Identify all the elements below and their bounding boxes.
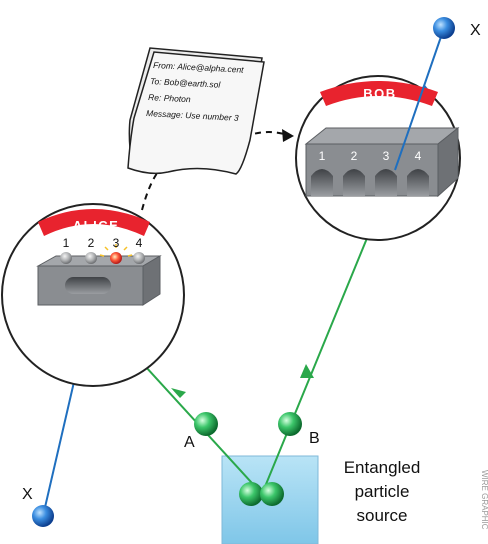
message-to: To: Bob@earth.sol	[150, 76, 222, 90]
message-body: Message: Use number 3	[146, 108, 239, 123]
source-label-line1: Entangled	[344, 458, 421, 477]
bob-detector-1	[311, 169, 333, 196]
alice-slot-4: 4	[136, 236, 143, 250]
label-x-right: X	[470, 22, 481, 39]
source-label-line3: source	[356, 506, 407, 525]
bob-slot-2: 2	[351, 149, 358, 163]
photon-x-left	[32, 505, 54, 527]
message-arrow-icon	[282, 129, 294, 142]
message-from: From: Alice@alpha.cent	[153, 60, 245, 75]
arrow-b-icon	[300, 364, 314, 378]
bob-detector-2	[343, 169, 365, 196]
alice-bulb-4	[133, 252, 145, 264]
message-paper	[127, 47, 265, 175]
bob-banner-label: BOB	[363, 86, 396, 101]
bob-detector-4	[407, 169, 429, 196]
bob-slot-3: 3	[383, 149, 390, 163]
graphic-credit: WIRE GRAPHIC	[480, 470, 488, 530]
beam-bob-exit	[394, 85, 425, 171]
alice-bulb-1	[60, 252, 72, 264]
alice-bulb-2	[85, 252, 97, 264]
source-label-line2: particle	[355, 482, 410, 501]
bob-slot-4: 4	[415, 149, 422, 163]
alice-bulb-3-lit	[110, 252, 122, 264]
bob-slot-1: 1	[319, 149, 326, 163]
alice-bulb-3-glow-icon	[99, 244, 133, 257]
alice-banner	[38, 209, 150, 236]
bob-device-top	[304, 127, 460, 145]
label-a: A	[184, 434, 195, 451]
source-particle-left	[239, 482, 263, 506]
alice-banner-label: ALICE	[73, 218, 120, 233]
label-x-left: X	[22, 486, 33, 503]
label-b: B	[309, 430, 320, 447]
alice-slot-2: 2	[88, 236, 95, 250]
arrow-a-icon	[171, 388, 186, 398]
message-re: Re: Photon	[148, 92, 191, 104]
bob-detector-3	[375, 169, 397, 196]
source-particle-right	[260, 482, 284, 506]
alice-slot-1: 1	[63, 236, 70, 250]
photon-x-right	[433, 17, 455, 39]
alice-device-slot	[65, 277, 111, 294]
alice-slot-3: 3	[113, 236, 120, 250]
photon-b	[278, 412, 302, 436]
photon-a	[194, 412, 218, 436]
bob-banner	[320, 81, 438, 106]
